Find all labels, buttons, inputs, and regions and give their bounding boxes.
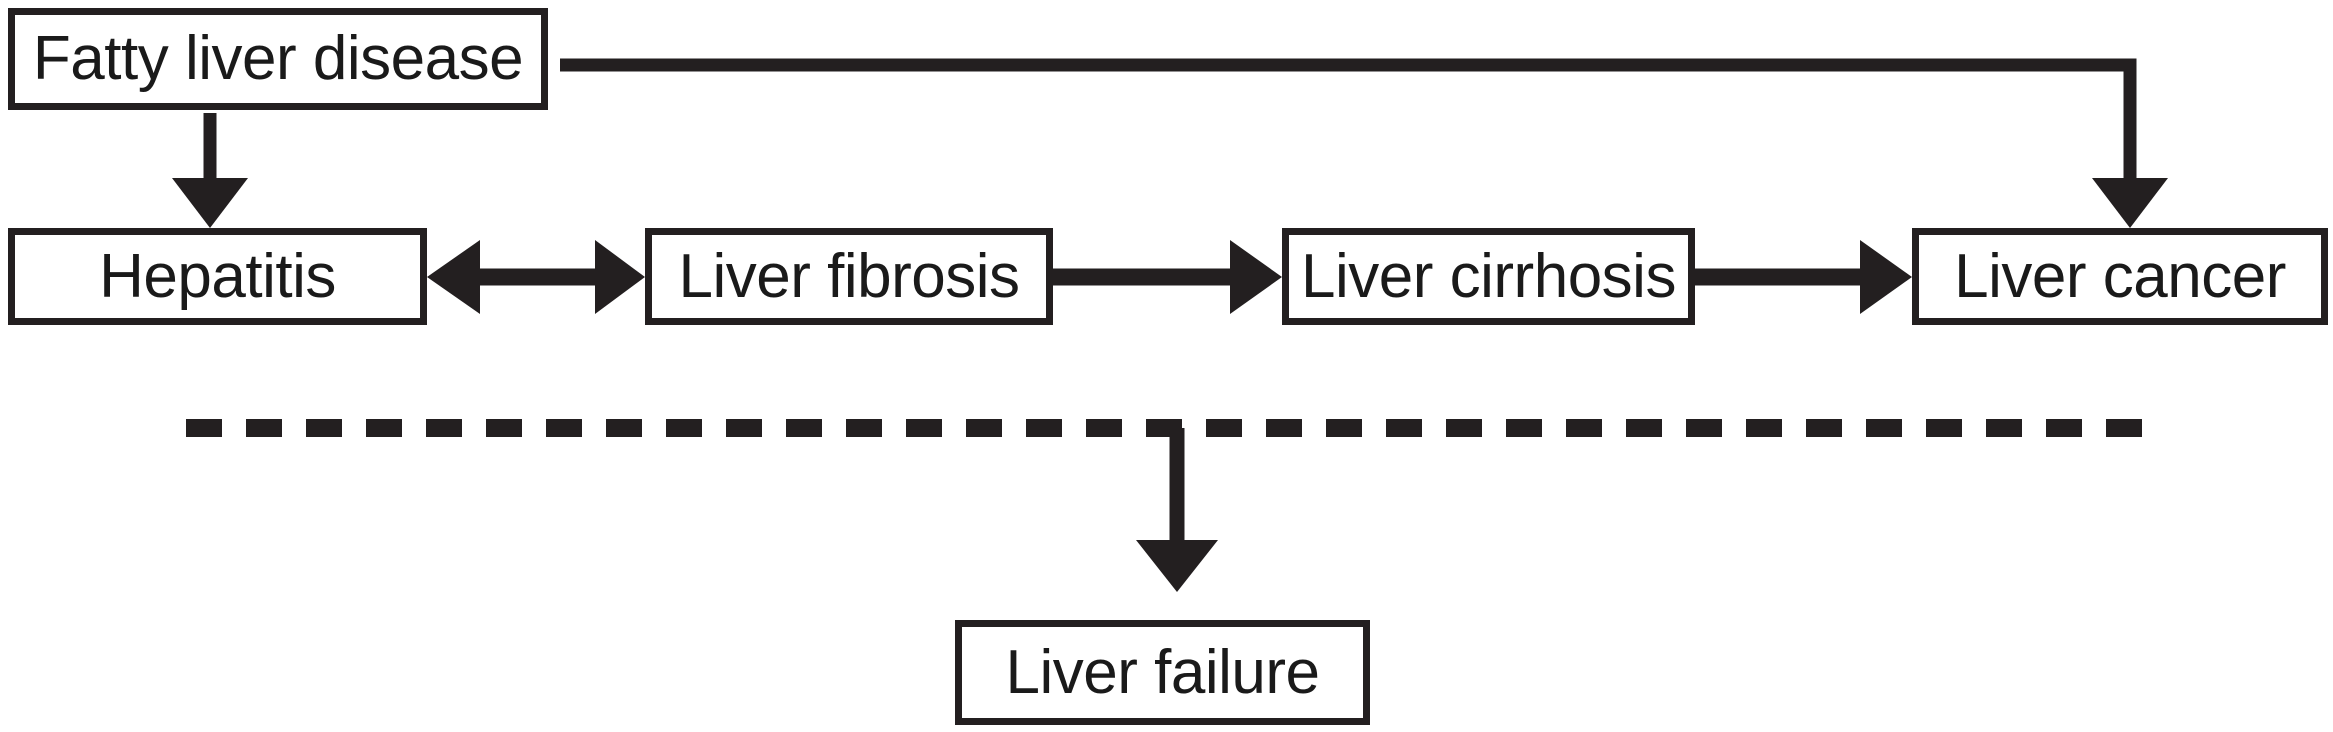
- node-label-liver-cancer: Liver cancer: [1954, 241, 2286, 311]
- node-liver-cirrhosis[interactable]: Liver cirrhosis: [1282, 228, 1695, 325]
- node-hepatitis[interactable]: Hepatitis: [8, 228, 427, 325]
- edge-hepatitis-to-fibrosis: [427, 240, 645, 314]
- edge-fibrosis-to-cirrhosis: [1053, 240, 1282, 314]
- node-fatty-liver-disease[interactable]: Fatty liver disease: [8, 8, 548, 110]
- edge-fatty-to-cancer: [560, 58, 2168, 228]
- node-label-hepatitis: Hepatitis: [99, 241, 336, 311]
- node-liver-cancer[interactable]: Liver cancer: [1912, 228, 2328, 325]
- node-label-liver-failure: Liver failure: [1005, 637, 1320, 707]
- edge-fatty-to-hepatitis: [172, 113, 248, 228]
- node-liver-fibrosis[interactable]: Liver fibrosis: [645, 228, 1053, 325]
- edge-cirrhosis-to-cancer: [1695, 240, 1912, 314]
- node-label-liver-fibrosis: Liver fibrosis: [678, 241, 1021, 311]
- node-liver-failure[interactable]: Liver failure: [955, 620, 1370, 725]
- node-label-fatty-liver-disease: Fatty liver disease: [32, 24, 524, 93]
- node-label-liver-cirrhosis: Liver cirrhosis: [1301, 241, 1676, 311]
- edge-divider-to-failure: [1136, 428, 1218, 592]
